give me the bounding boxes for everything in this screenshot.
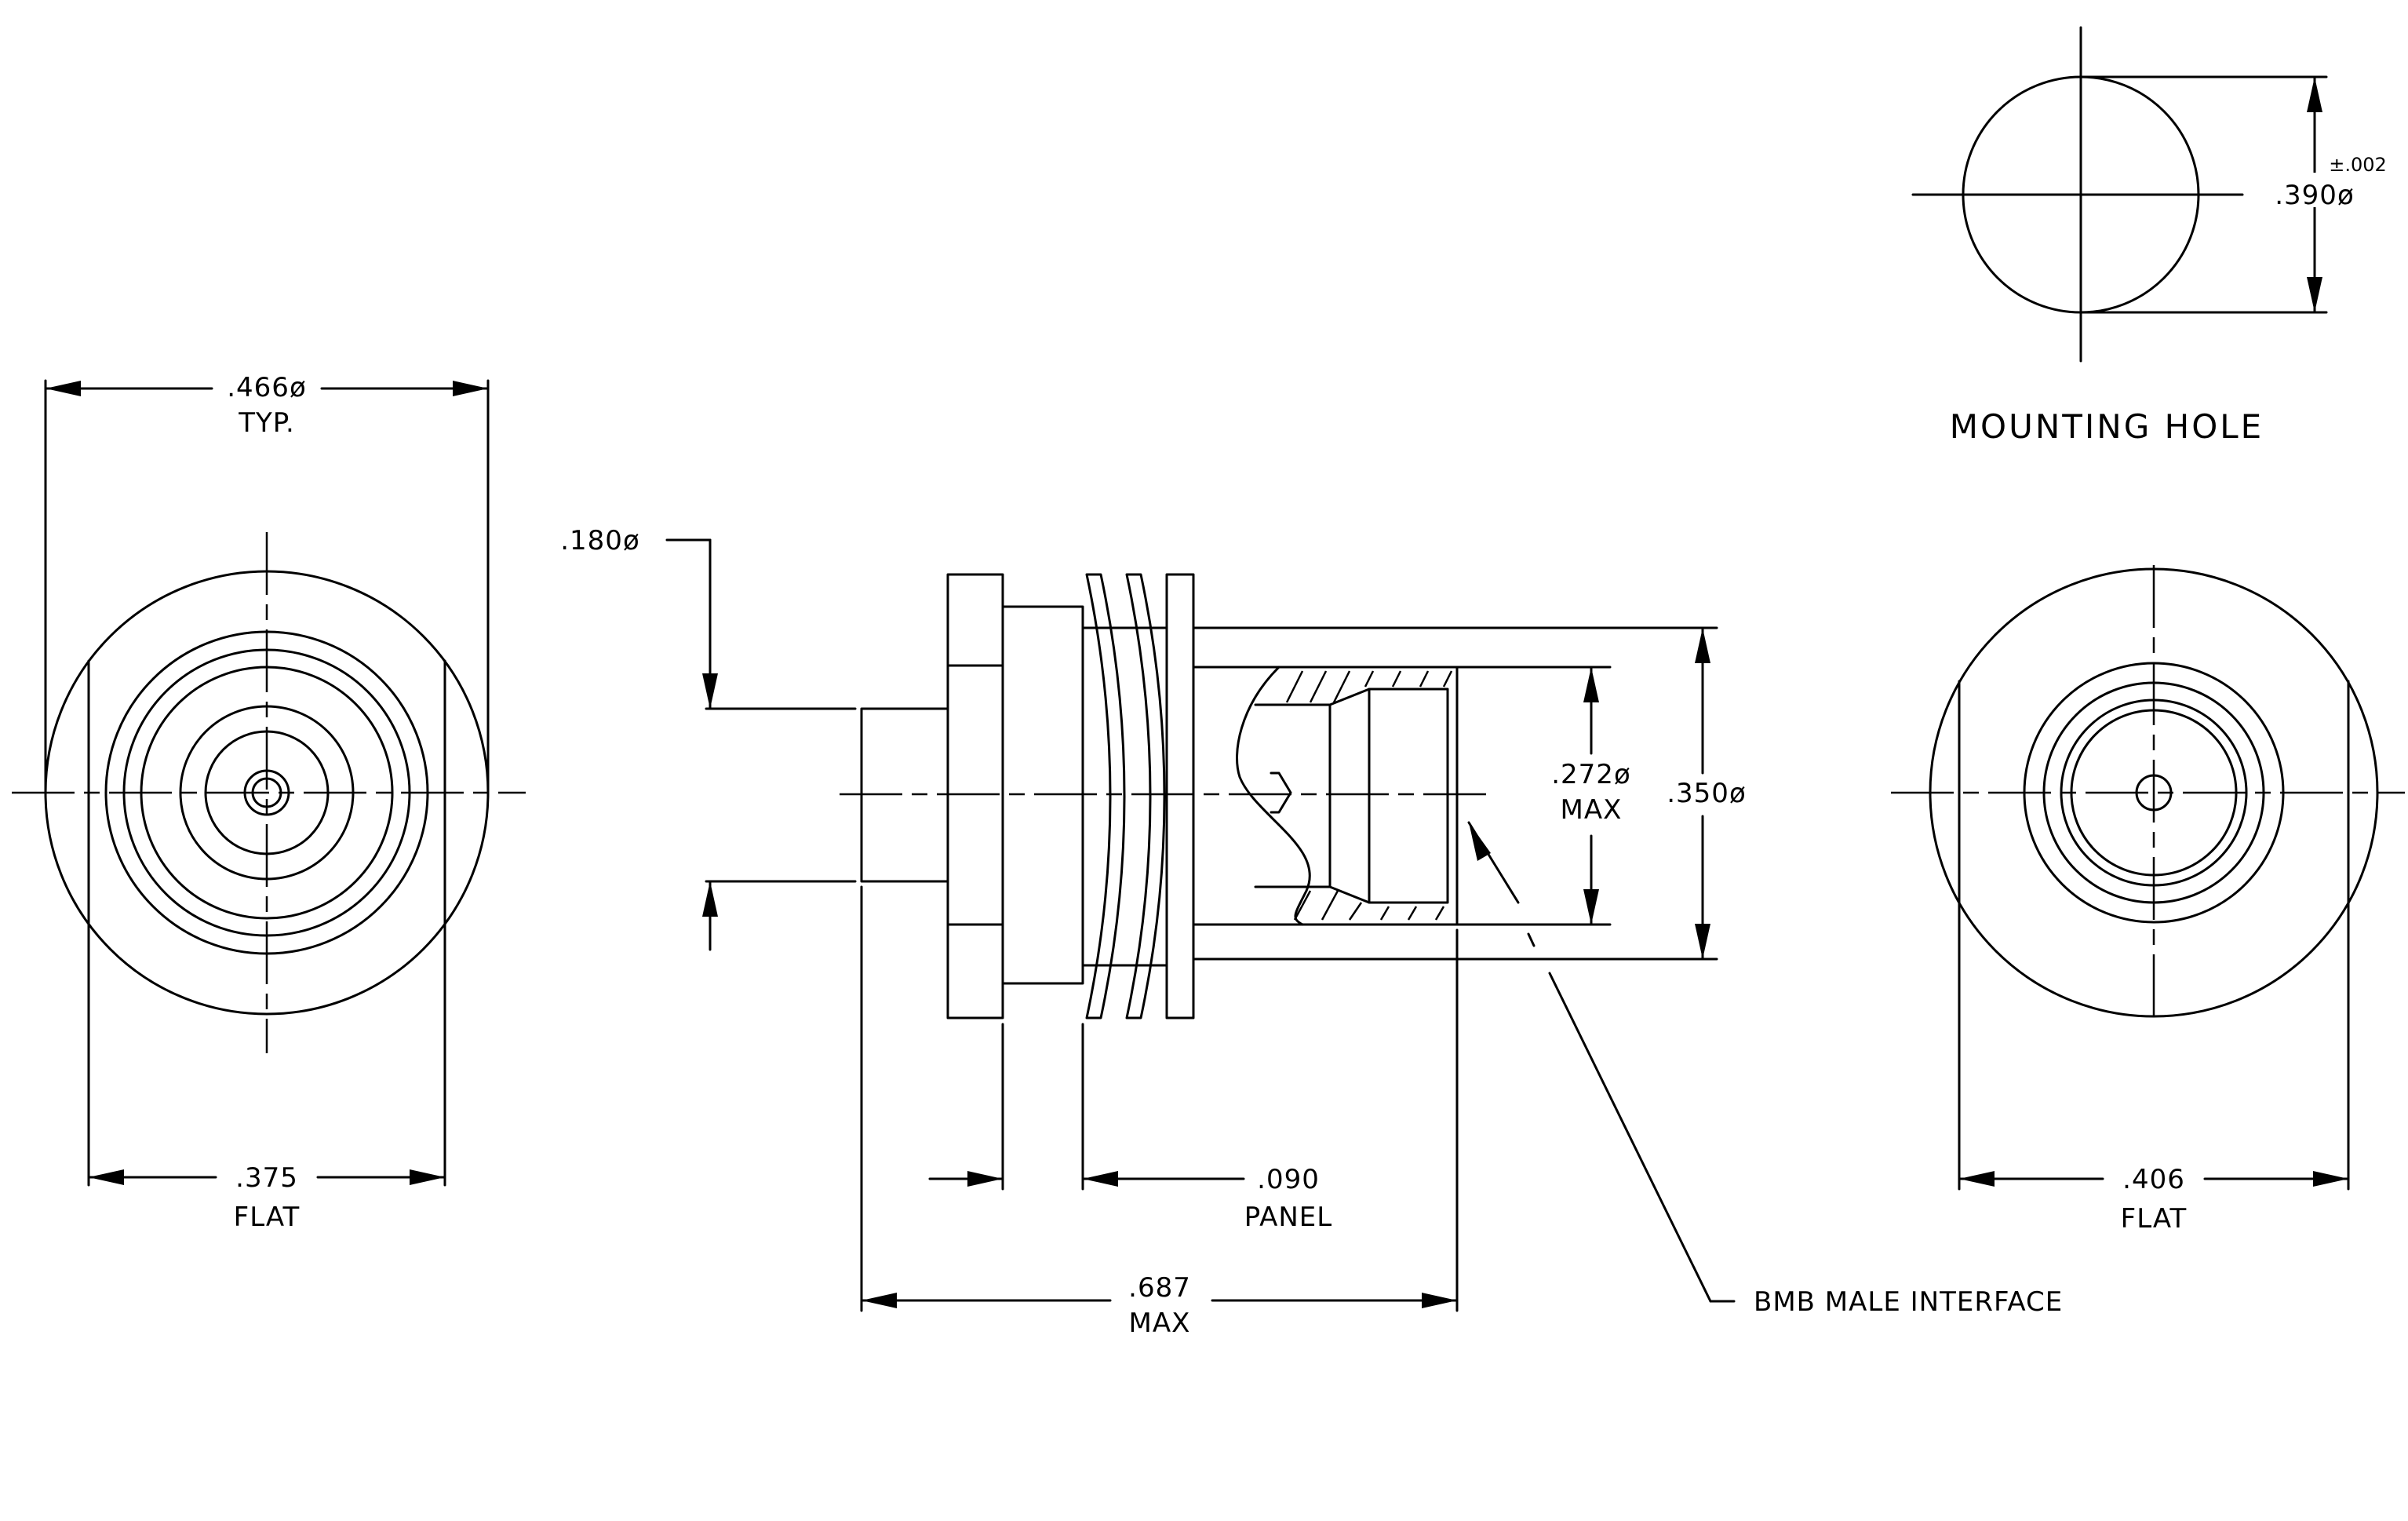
mounting-hole-view: .390ø ±.002 MOUNTING HOLE bbox=[1911, 26, 2387, 446]
dim-090-sub: PANEL bbox=[1244, 1202, 1332, 1233]
side-inner-profile-top bbox=[1254, 688, 1449, 904]
dim-350-label: .350ø bbox=[1667, 778, 1747, 809]
side-washer-1 bbox=[1085, 573, 1126, 1019]
dim-687-sub: MAX bbox=[1129, 1308, 1191, 1339]
dim-687-arrow-right bbox=[1422, 1293, 1457, 1308]
dim-390-label-bg bbox=[2279, 173, 2358, 207]
side-contact-tip bbox=[1270, 771, 1292, 814]
mounting-hole-title: MOUNTING HOLE bbox=[1950, 407, 2264, 446]
dim-350-arrow-top bbox=[1695, 628, 1710, 663]
dim-272-arrow-bottom bbox=[1583, 889, 1599, 925]
dim-350-arrow-bottom bbox=[1695, 924, 1710, 959]
dim-272-arrow-top bbox=[1583, 667, 1599, 702]
side-flange bbox=[946, 573, 1004, 1019]
dim-687-label: .687 bbox=[1128, 1272, 1191, 1304]
dim-466-arrow-right bbox=[453, 381, 488, 396]
dim-687-arrow-left bbox=[862, 1293, 897, 1308]
side-hatch-bottom bbox=[1293, 890, 1445, 921]
dim-272-sub: MAX bbox=[1561, 794, 1623, 826]
dim-375-sub: FLAT bbox=[234, 1202, 301, 1233]
dim-180-arrow-top bbox=[702, 673, 718, 709]
callout-arrow bbox=[1469, 823, 1491, 861]
dim-090-arrow-left bbox=[967, 1171, 1003, 1187]
side-view: .180ø .272ø MAX .350ø .090 PANEL .687 MA… bbox=[560, 525, 2063, 1339]
dim-406-label: .406 bbox=[2122, 1164, 2185, 1195]
dim-180-label: .180ø bbox=[560, 525, 640, 556]
callout-leader-2 bbox=[1548, 972, 1712, 1303]
callout-leader-dash bbox=[1527, 932, 1536, 947]
dim-406-arrow-left bbox=[1959, 1171, 1995, 1187]
dim-466-label: .466ø bbox=[227, 372, 307, 403]
callout-label: BMB MALE INTERFACE bbox=[1754, 1286, 2063, 1318]
dim-466-arrow-left bbox=[46, 381, 81, 396]
front-view: .466ø TYP. .375 FLAT bbox=[12, 372, 526, 1233]
dim-180-arrow-bottom bbox=[702, 881, 718, 917]
rear-view: .406 FLAT bbox=[1891, 565, 2405, 1235]
dim-466-sub: TYP. bbox=[238, 407, 295, 439]
dim-375-arrow-left bbox=[89, 1169, 124, 1185]
dim-390-arrow-top bbox=[2307, 77, 2322, 112]
dim-390-arrow-bottom bbox=[2307, 277, 2322, 312]
side-cutaway-break bbox=[1236, 666, 1311, 926]
side-nut bbox=[1165, 573, 1195, 1019]
dim-090-arrow-right bbox=[1083, 1171, 1118, 1187]
dim-375-arrow-right bbox=[410, 1169, 445, 1185]
dim-390-tolerance: ±.002 bbox=[2329, 154, 2387, 176]
dim-090-label: .090 bbox=[1257, 1164, 1320, 1195]
side-hatch-top bbox=[1285, 670, 1453, 703]
side-washer-2 bbox=[1125, 573, 1166, 1019]
dim-375-label: .375 bbox=[235, 1162, 298, 1194]
dim-406-arrow-right bbox=[2313, 1171, 2348, 1187]
dim-272-label: .272ø bbox=[1551, 759, 1631, 790]
dim-390-label: .390ø bbox=[2275, 180, 2355, 211]
dim-406-sub: FLAT bbox=[2121, 1203, 2188, 1235]
